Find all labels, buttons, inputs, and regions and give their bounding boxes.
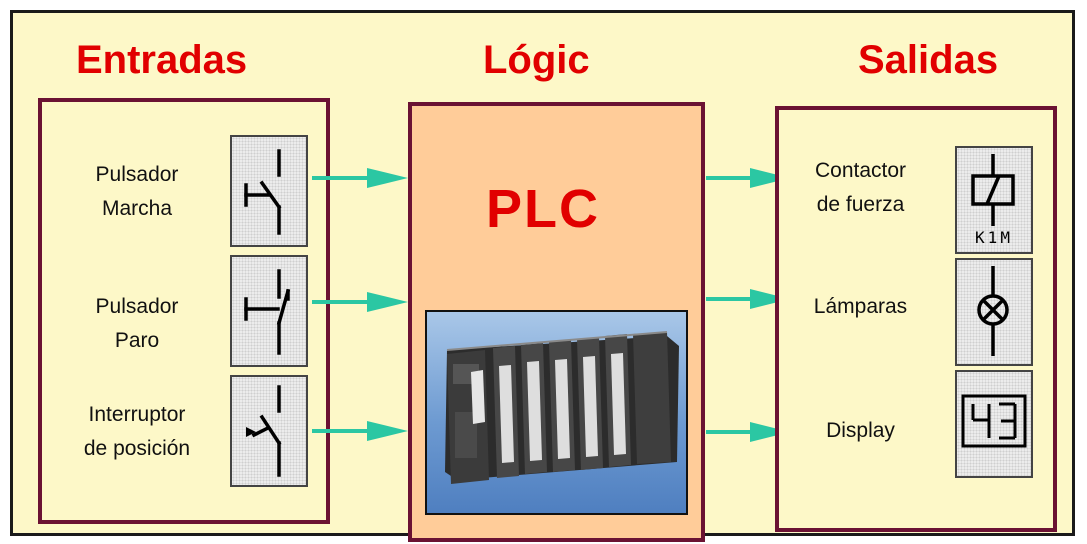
normally-closed-pushbutton-icon: [230, 255, 308, 367]
input-arrow-3: [312, 421, 408, 441]
contactor-coil-label: K1M: [975, 228, 1013, 247]
output-label-lamps-line1: Lámparas: [813, 295, 908, 318]
output-arrow-1: [706, 168, 790, 188]
plc-rack-photo: [425, 310, 688, 515]
input-label-start-line2: Marcha: [101, 197, 173, 220]
logic-heading: Lógic: [483, 38, 590, 82]
input-label-position: Interruptor de posición: [62, 398, 212, 466]
output-label-display: Display: [788, 414, 933, 448]
contactor-coil-icon: K1M: [955, 146, 1033, 254]
position-switch-icon: [230, 375, 308, 487]
input-label-start: Pulsador Marcha: [62, 158, 212, 226]
inputs-heading: Entradas: [76, 38, 248, 82]
output-label-contactor-line1: Contactor: [814, 159, 907, 182]
plc-title: PLC: [486, 179, 600, 239]
input-label-stop-line1: Pulsador: [95, 295, 179, 318]
output-label-contactor: Contactor de fuerza: [788, 154, 933, 222]
output-label-lamps: Lámparas: [788, 290, 933, 324]
seven-segment-display-icon: 43: [955, 370, 1033, 478]
lamp-icon: [955, 258, 1033, 366]
output-label-contactor-line2: de fuerza: [816, 193, 905, 216]
output-arrow-3: [706, 422, 790, 442]
outputs-heading: Salidas: [858, 38, 999, 82]
input-label-start-line1: Pulsador: [95, 163, 179, 186]
input-arrow-1: [312, 168, 408, 188]
input-label-position-line2: de posición: [83, 437, 191, 460]
input-label-stop-line2: Paro: [114, 329, 160, 352]
output-label-display-line1: Display: [826, 419, 895, 442]
input-label-position-line1: Interruptor: [88, 403, 186, 426]
output-arrow-2: [706, 289, 790, 309]
normally-open-pushbutton-icon: [230, 135, 308, 247]
input-arrow-2: [312, 292, 408, 312]
input-label-stop: Pulsador Paro: [62, 290, 212, 358]
